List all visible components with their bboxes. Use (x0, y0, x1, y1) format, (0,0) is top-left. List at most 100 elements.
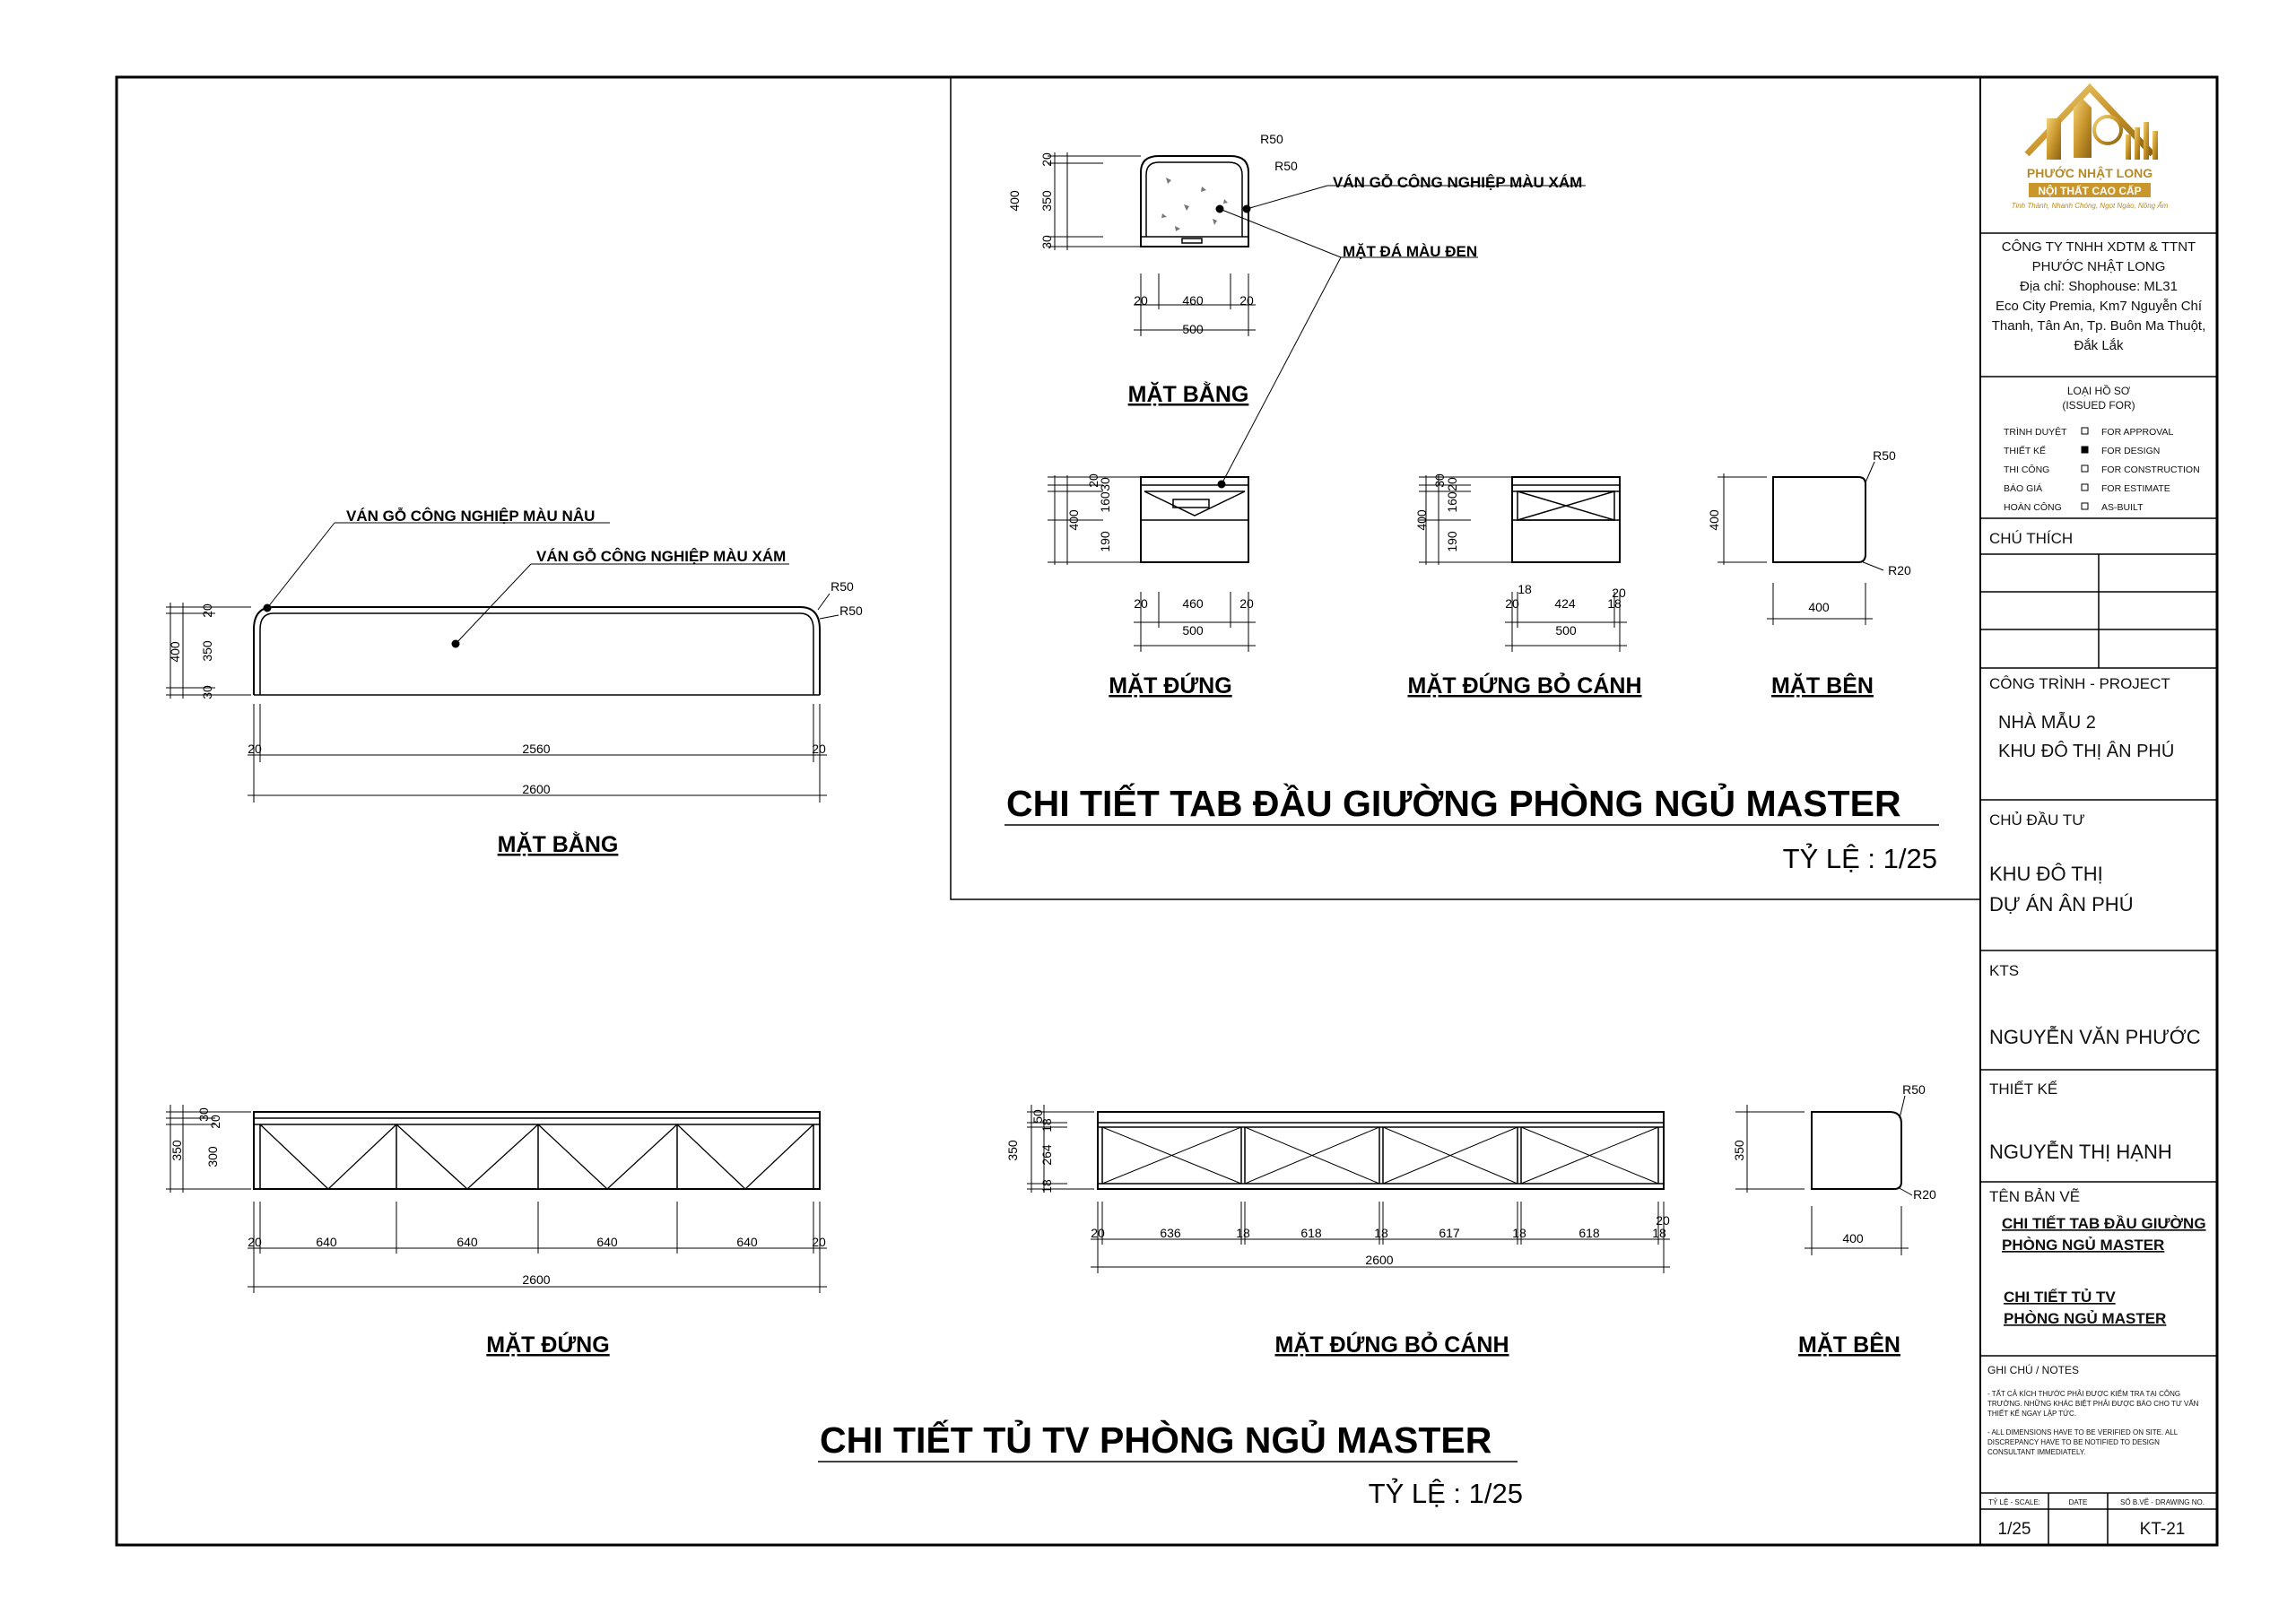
project-line: NHÀ MẪU 2 (1998, 712, 2096, 733)
view-labels: MẶT BẰNG MẶT ĐỨNG MẶT ĐỨNG BỎ CÁNH MẶT B… (486, 381, 1900, 1358)
dim-text: 20 (1239, 596, 1254, 611)
view-label-tab-front-open: MẶT ĐỨNG BỎ CÁNH (1408, 672, 1642, 699)
design-label: THIẾT KẾ (1989, 1081, 2057, 1098)
dim-text: 20 (1134, 293, 1148, 308)
view-label-tv-front: MẶT ĐỨNG (486, 1331, 609, 1358)
dim-text: 20 (1445, 477, 1459, 491)
dim-text: 2600 (522, 1272, 550, 1287)
dim-text: 18 (1512, 1226, 1526, 1240)
dim-text: 20 (1086, 473, 1100, 488)
project-line: KHU ĐÔ THỊ ÂN PHÚ (1998, 741, 2174, 761)
dim-text: 350 (170, 1140, 184, 1161)
checkbox-unchecked (2081, 427, 2089, 435)
dim-text: 2560 (522, 742, 550, 756)
issued-row-vn: HOÀN CÔNG (2004, 501, 2062, 513)
tab-front-dims: 400 20 30 160 190 20 460 20 500 (1066, 473, 1254, 638)
drawing-name-2: CHI TIẾT TỦ TV (2004, 1289, 2116, 1306)
dim-text: 18 (1607, 596, 1622, 611)
tab-plan-h-dims (1134, 273, 1256, 336)
dim-text: 400 (1808, 600, 1830, 614)
project-label: CÔNG TRÌNH - PROJECT (1989, 675, 2170, 692)
dim-text: 618 (1300, 1226, 1322, 1240)
checkbox-unchecked (2081, 483, 2089, 491)
dim-text: 400 (1007, 190, 1022, 212)
dim-text: 20 (200, 603, 214, 618)
dim-text: 20 (1091, 1226, 1105, 1240)
dim-text: 18 (1236, 1226, 1250, 1240)
tv-front-view (166, 1105, 827, 1293)
dim-text: 20 (812, 742, 826, 756)
kts-name: NGUYỄN VĂN PHƯỚC (1989, 1025, 2201, 1048)
view-label-tv-front-open: MẶT ĐỨNG BỎ CÁNH (1275, 1331, 1509, 1358)
dim-text: 30 (1039, 235, 1054, 249)
annotation-grey-wood: VÁN GỖ CÔNG NGHIỆP MÀU XÁM (536, 548, 786, 565)
dim-text: 500 (1182, 623, 1204, 638)
dim-text: R50 (1873, 448, 1896, 463)
dim-text: 2600 (522, 782, 550, 796)
tv-front-dims: 350 30 20 300 20 640 640 640 640 20 2600 (170, 1107, 826, 1287)
dim-text: 400 (1066, 509, 1081, 531)
scale-label: TỶ LỆ - SCALE: (1988, 1498, 2040, 1506)
date-label: DATE (2069, 1498, 2088, 1506)
dim-text: 20 (248, 742, 262, 756)
dim-text: 30 (1098, 477, 1112, 491)
tab-plan-view (1048, 152, 1249, 250)
issued-row-en: FOR DESIGN (2101, 446, 2160, 456)
scale-value: 1/25 (1998, 1520, 2031, 1539)
kts-label: KTS (1989, 962, 2019, 979)
drawing-no-label: SỐ B.VẼ - DRAWING NO. (2120, 1497, 2205, 1506)
tv-section-title: CHI TIẾT TỦ TV PHÒNG NGỦ MASTER (820, 1419, 1492, 1461)
drawing-name-1: CHI TIẾT TAB ĐẦU GIƯỜNG (2002, 1215, 2206, 1232)
dim-text: 400 (1842, 1231, 1864, 1245)
annotation-black-stone: MẶT ĐÁ MÀU ĐEN (1343, 243, 1477, 260)
issued-checkboxes (2081, 427, 2089, 510)
tab-front-open-view (1419, 475, 1627, 652)
tab-plan-dims: 400 20 350 30 R50 R50 (1007, 132, 1298, 249)
note-line: DISCREPANCY HAVE TO BE NOTIFIED TO DESIG… (1987, 1438, 2160, 1446)
dim-text: R50 (1260, 132, 1283, 146)
dim-text: 400 (1707, 509, 1721, 531)
dim-text: R50 (1274, 159, 1298, 173)
dim-text: 618 (1578, 1226, 1600, 1240)
title-block-fields: CHÚ THÍCH CÔNG TRÌNH - PROJECT NHÀ MẪU 2… (1989, 530, 2201, 1205)
note-line: - ALL DIMENSIONS HAVE TO BE VERIFIED ON … (1987, 1428, 2179, 1436)
logo-tagline: Tinh Thành, Nhanh Chóng, Ngọt Ngào, Nồng… (2012, 202, 2169, 210)
section-titles: CHI TIẾT TAB ĐẦU GIƯỜNG PHÒNG NGỦ MASTER… (818, 783, 1939, 1509)
drawing-name-1: PHÒNG NGỦ MASTER (2002, 1237, 2164, 1254)
dim-text: 500 (1555, 623, 1577, 638)
issued-sub: (ISSUED FOR) (2062, 399, 2135, 412)
dim-text: 20 (248, 1235, 262, 1249)
checkbox-checked (2081, 446, 2089, 454)
dim-text: 350 (1005, 1140, 1020, 1161)
dim-text: 640 (457, 1235, 478, 1249)
tv-front-open-view (1027, 1105, 1670, 1273)
tab-section-scale: TỶ LỆ : 1/25 (1783, 843, 1937, 874)
dim-text: 190 (1098, 531, 1112, 552)
company-line: Thanh, Tân An, Tp. Buôn Ma Thuột, (1992, 318, 2206, 334)
issued-row-vn: THI CÔNG (2004, 464, 2049, 475)
scale-date-drawing-no: TỶ LỆ - SCALE: DATE SỐ B.VẼ - DRAWING NO… (1988, 1497, 2205, 1539)
drawing-no: KT-21 (2140, 1520, 2186, 1539)
view-label-tab-front: MẶT ĐỨNG (1109, 672, 1231, 699)
dim-text: 50 (1031, 1109, 1045, 1124)
dim-text: 350 (1039, 190, 1054, 212)
dim-text: 300 (205, 1146, 220, 1167)
drawing-name-2: PHÒNG NGỦ MASTER (2004, 1310, 2166, 1327)
dim-text: 18 (1652, 1226, 1666, 1240)
issued-row-en: FOR APPROVAL (2101, 427, 2173, 438)
chu-thich-label: CHÚ THÍCH (1989, 530, 2073, 547)
tab-leaders (1215, 185, 1586, 489)
company-line: Eco City Premia, Km7 Nguyễn Chí (1996, 299, 2203, 314)
dim-text: 30 (200, 685, 214, 699)
dim-text: 400 (168, 641, 182, 663)
dim-text: 460 (1182, 293, 1204, 308)
dim-text: 350 (1732, 1140, 1746, 1161)
dim-text: 640 (736, 1235, 758, 1249)
notes-label: GHI CHÚ / NOTES (1987, 1363, 2079, 1376)
dim-text: 160 (1445, 491, 1459, 513)
company-logo: PHƯỚC NHẬT LONG NỘI THẤT CAO CẤP Tinh Th… (2012, 82, 2169, 210)
tab-front-view (1048, 475, 1256, 652)
view-label-tv-plan: MẶT BẰNG (498, 831, 619, 857)
note-line: TRƯỜNG. NHỮNG KHÁC BIỆT PHẢI ĐƯỢC BÁO CH… (1987, 1399, 2199, 1408)
